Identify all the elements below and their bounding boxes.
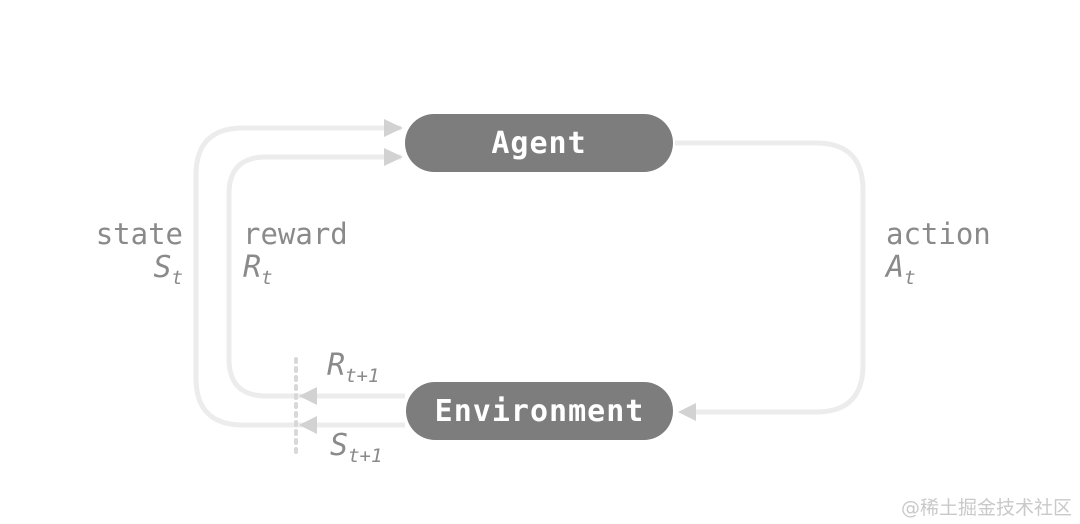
state-next-arrowhead xyxy=(299,416,317,434)
state-into-agent-arrowhead xyxy=(384,119,403,137)
state-next-label: St+1 xyxy=(330,428,383,467)
state-arrow-path xyxy=(193,125,405,428)
agent-node: Agent xyxy=(405,114,673,172)
action-symbol: At xyxy=(886,250,916,289)
reward-word: reward xyxy=(243,217,348,251)
environment-node-label: Environment xyxy=(434,393,645,429)
environment-node: Environment xyxy=(406,382,673,440)
reward-next-arrowhead xyxy=(299,387,317,405)
state-label: state St xyxy=(40,217,183,289)
action-arrow-path xyxy=(675,140,866,415)
state-word: state xyxy=(95,217,183,251)
action-label: action At xyxy=(886,217,991,289)
agent-node-label: Agent xyxy=(491,125,587,161)
reward-arrow-path xyxy=(226,154,405,399)
reward-into-agent-arrowhead xyxy=(384,148,403,166)
action-word: action xyxy=(886,217,991,251)
action-into-environment-arrowhead xyxy=(678,403,696,421)
reward-symbol: Rt xyxy=(243,250,273,289)
reward-label: reward Rt xyxy=(243,217,348,289)
reward-next-label: Rt+1 xyxy=(327,348,380,387)
state-symbol: St xyxy=(153,250,183,289)
watermark: @稀土掘金技术社区 xyxy=(900,497,1072,519)
